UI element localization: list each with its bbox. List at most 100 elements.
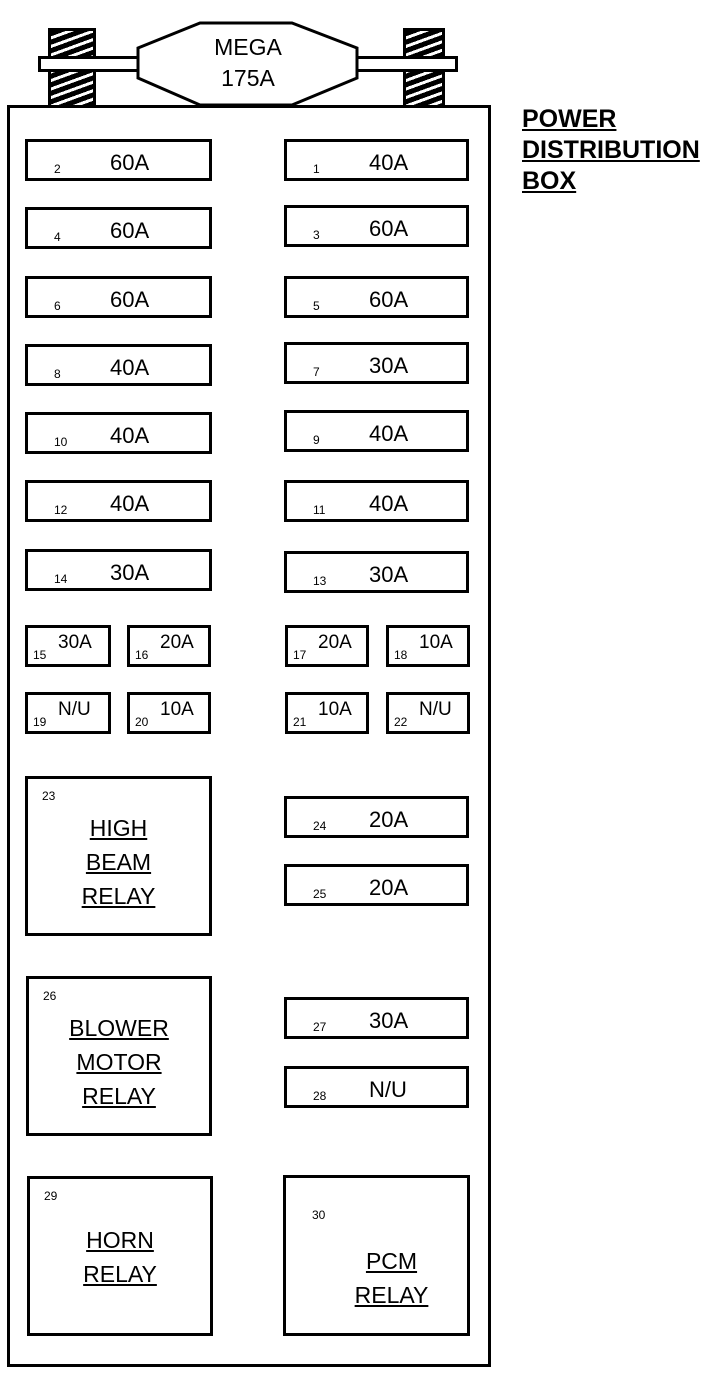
fuse-number: 6 xyxy=(54,299,61,313)
fuse-rating: 30A xyxy=(58,632,92,653)
relay-label-line: HIGH xyxy=(89,815,148,841)
fuse-12: 12 40A xyxy=(25,480,212,522)
fuse-rating: 40A xyxy=(110,491,150,516)
title-line: BOX xyxy=(522,167,577,195)
relay-label-line: PCM xyxy=(365,1248,418,1274)
fuse-number: 12 xyxy=(54,503,68,517)
fuse-25: 25 20A xyxy=(284,864,469,906)
fuse-number: 9 xyxy=(313,433,320,447)
mega-fuse-label: MEGA 175A xyxy=(135,32,361,94)
fuse-number: 20 xyxy=(135,715,149,729)
fuse-rating: N/U xyxy=(58,699,91,720)
fuse-number: 17 xyxy=(293,648,307,662)
mega-fuse-line1: MEGA xyxy=(214,34,282,60)
fuse-22: 22 N/U xyxy=(386,692,470,734)
fuse-number: 25 xyxy=(313,887,327,901)
fuse-rating: 20A xyxy=(318,632,352,653)
fuse-rating: 20A xyxy=(160,632,194,653)
fuse-number: 22 xyxy=(394,715,408,729)
fuse-rating: 60A xyxy=(110,218,150,243)
fuse-28: 28 N/U xyxy=(284,1066,469,1108)
relay-label-line: MOTOR xyxy=(76,1049,162,1075)
fuse-rating: 10A xyxy=(160,699,194,720)
fuse-rating: N/U xyxy=(419,699,452,720)
fuse-1: 1 40A xyxy=(284,139,469,181)
fuse-6: 6 60A xyxy=(25,276,212,318)
fuse-rating: 40A xyxy=(369,150,409,175)
fuse-9: 9 40A xyxy=(284,410,469,452)
fuse-number: 4 xyxy=(54,230,61,244)
fuse-rating: 30A xyxy=(369,1008,409,1033)
fuse-15: 15 30A xyxy=(25,625,111,667)
fuse-number: 10 xyxy=(54,435,68,449)
fuse-rating: 40A xyxy=(369,421,409,446)
fuse-rating: N/U xyxy=(369,1077,407,1102)
fuse-number: 14 xyxy=(54,572,68,586)
fuse-rating: 30A xyxy=(369,353,409,378)
relay-number: 26 xyxy=(43,989,57,1003)
fuse-rating: 40A xyxy=(369,491,409,516)
fuse-number: 1 xyxy=(313,162,320,176)
fuse-number: 15 xyxy=(33,648,47,662)
fuse-rating: 60A xyxy=(110,287,150,312)
fuse-11: 11 40A xyxy=(284,480,469,522)
fuse-rating: 10A xyxy=(318,699,352,720)
fuse-16: 16 20A xyxy=(127,625,211,667)
title-line: DISTRIBUTION xyxy=(522,136,700,164)
fuse-number: 5 xyxy=(313,299,320,313)
fuse-2: 2 60A xyxy=(25,139,212,181)
fuse-number: 7 xyxy=(313,365,320,379)
fuse-number: 13 xyxy=(313,574,327,588)
fuse-21: 21 10A xyxy=(285,692,369,734)
fuse-19: 19 N/U xyxy=(25,692,111,734)
fuse-number: 28 xyxy=(313,1089,327,1103)
page-title: POWER DISTRIBUTION BOX xyxy=(522,104,700,197)
relay-label-line: RELAY xyxy=(81,883,156,909)
fuse-rating: 40A xyxy=(110,355,150,380)
relay-label-line: RELAY xyxy=(83,1261,157,1287)
fuse-20: 20 10A xyxy=(127,692,211,734)
fuse-rating: 60A xyxy=(369,216,409,241)
fuse-number: 11 xyxy=(313,503,326,517)
relay-number: 29 xyxy=(44,1189,58,1203)
fuse-27: 27 30A xyxy=(284,997,469,1039)
power-distribution-box xyxy=(7,105,491,1367)
fuse-number: 16 xyxy=(135,648,149,662)
fuse-rating: 30A xyxy=(110,560,150,585)
fuse-rating: 60A xyxy=(369,287,409,312)
fuse-rating: 40A xyxy=(110,423,150,448)
fuse-rating: 60A xyxy=(110,150,150,175)
title-line: POWER xyxy=(522,105,617,133)
fuse-number: 24 xyxy=(313,819,327,833)
fuse-rating: 30A xyxy=(369,562,409,587)
relay-number: 23 xyxy=(42,789,56,803)
fuse-24: 24 20A xyxy=(284,796,469,838)
relay-label-line: HORN xyxy=(86,1227,154,1253)
fuse-number: 21 xyxy=(293,715,307,729)
relay-label-line: BLOWER xyxy=(69,1015,169,1041)
relay-number: 30 xyxy=(312,1208,326,1222)
fuse-10: 10 40A xyxy=(25,412,212,454)
fuse-number: 8 xyxy=(54,367,61,381)
fuse-number: 2 xyxy=(54,162,61,176)
fuse-number: 19 xyxy=(33,715,47,729)
fuse-number: 3 xyxy=(313,228,320,242)
mega-fuse-line2: 175A xyxy=(221,65,275,91)
fuse-number: 27 xyxy=(313,1020,327,1034)
fuse-5: 5 60A xyxy=(284,276,469,318)
relay-label-line: RELAY xyxy=(354,1282,429,1308)
relay-label-line: RELAY xyxy=(82,1083,156,1109)
fuse-rating: 20A xyxy=(369,807,409,832)
fuse-4: 4 60A xyxy=(25,207,212,249)
fuse-14: 14 30A xyxy=(25,549,212,591)
fuse-17: 17 20A xyxy=(285,625,369,667)
fuse-rating: 20A xyxy=(369,875,409,900)
fuse-3: 3 60A xyxy=(284,205,469,247)
fuse-13: 13 30A xyxy=(284,551,469,593)
fuse-number: 18 xyxy=(394,648,408,662)
